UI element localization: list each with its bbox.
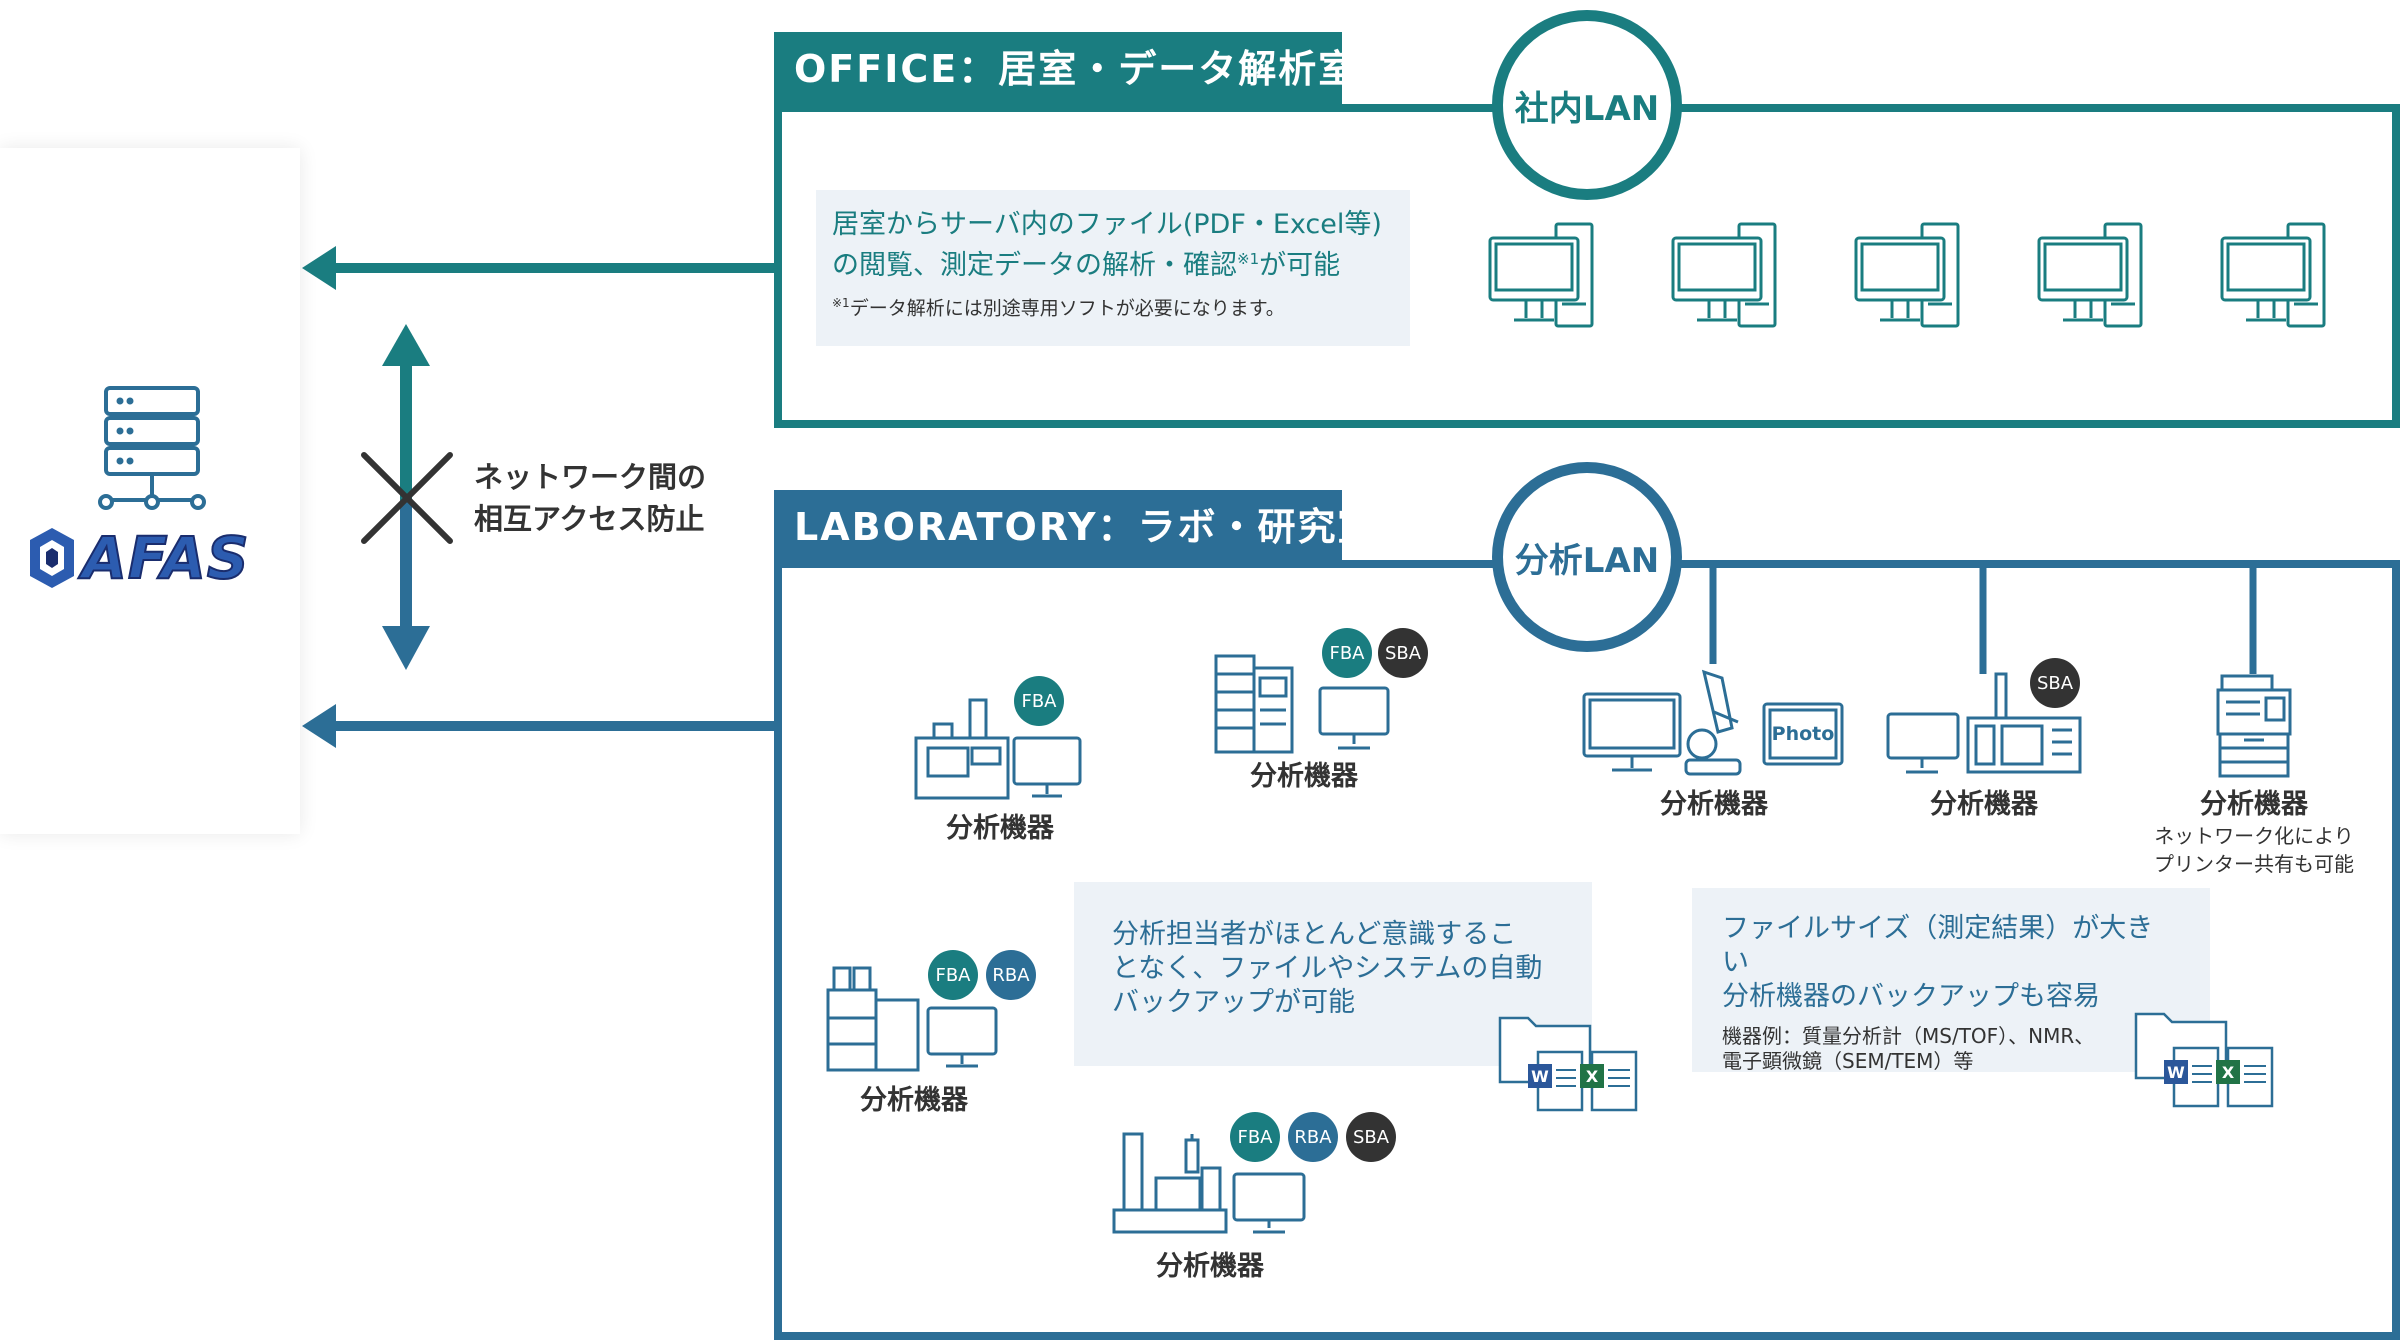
- device-label: 分析機器: [2200, 789, 2308, 820]
- badge-fba: FBA: [1014, 676, 1064, 726]
- lab-lan-label: 分析LAN: [1514, 540, 1660, 581]
- lab-note-large-files-sub1: 機器例：質量分析計（MS/TOF）、NMR、: [1722, 1024, 2095, 1048]
- device-label: 分析機器: [1930, 789, 2038, 820]
- lab-note-large-files-sub2: 電子顕微鏡（SEM/TEM）等: [1722, 1049, 1974, 1073]
- analyzer-device-icon: [1112, 1132, 1306, 1234]
- word-letter: W: [1531, 1067, 1549, 1086]
- word-icon: [2164, 1060, 2188, 1084]
- office-footnote-mark: ※1: [832, 296, 850, 310]
- photo-label: Photo: [1772, 723, 1835, 745]
- device-label: 分析機器: [860, 1085, 968, 1116]
- office-lan-circle: 社内LAN: [1492, 10, 1682, 200]
- access-block-label-line2: 相互アクセス防止: [474, 502, 705, 536]
- afas-logo-text: AFAS: [81, 523, 250, 593]
- analyzer-device-icon: [1886, 672, 2082, 774]
- access-block-label-line1: ネットワーク間の: [474, 460, 707, 494]
- block-x-icon: [361, 452, 453, 544]
- folder-files-icon: W X: [2134, 1012, 2274, 1108]
- badge-sba: SBA: [2030, 658, 2080, 708]
- badge-fba: FBA: [1322, 628, 1372, 678]
- word-letter: W: [2167, 1063, 2185, 1082]
- office-title: OFFICE：居室・データ解析室: [774, 32, 1356, 106]
- vertical-double-arrow: [382, 324, 430, 670]
- afas-logo-mark-icon: [30, 528, 74, 588]
- badge-sba: SBA: [1378, 628, 1428, 678]
- folder-files-icon: W X: [1498, 1016, 1638, 1112]
- device-label: 分析機器: [1250, 761, 1358, 792]
- office-note-sup: ※1: [1237, 250, 1260, 268]
- device-label: 分析機器: [1660, 789, 1768, 820]
- printer-icon: [2216, 674, 2292, 778]
- lab-arrow: [302, 704, 780, 748]
- access-block-label: ネットワーク間の 相互アクセス防止: [474, 456, 706, 540]
- excel-icon: [1580, 1064, 1604, 1088]
- excel-letter: X: [2222, 1063, 2235, 1082]
- badge-sba: SBA: [1346, 1112, 1396, 1162]
- office-footnote: ※1データ解析には別途専用ソフトが必要になります。: [832, 291, 1394, 321]
- device-label: 分析機器: [946, 813, 1054, 844]
- office-footnote-text: データ解析には別途専用ソフトが必要になります。: [849, 297, 1285, 320]
- word-icon: [1528, 1064, 1552, 1088]
- lab-lan-circle: 分析LAN: [1492, 462, 1682, 652]
- office-lan-label: 社内LAN: [1514, 88, 1660, 129]
- badge-rba: RBA: [986, 950, 1036, 1000]
- analyzer-device-icon: [826, 966, 998, 1072]
- printer-note: ネットワーク化により プリンター共有も可能: [2134, 822, 2374, 878]
- badge-fba: FBA: [928, 950, 978, 1000]
- lab-title: LABORATORY：ラボ・研究室: [774, 490, 1376, 564]
- office-note-line2-text: の閲覧、測定データの解析・確認: [832, 250, 1237, 281]
- lab-note-backup-line2: となく、ファイルやシステムの自動: [1112, 953, 1543, 984]
- lab-note-large-files-line2: 分析機器のバックアップも容易: [1722, 981, 2100, 1012]
- analyzer-device-icon: [914, 698, 1082, 800]
- printer-note-line2: プリンター共有も可能: [2154, 852, 2354, 876]
- excel-letter: X: [1586, 1067, 1599, 1086]
- lab-note-backup-line3: バックアップが可能: [1112, 987, 1355, 1018]
- analyzer-device-icon: [1214, 654, 1390, 754]
- microscope-device-icon: Photo: [1582, 669, 1844, 776]
- office-note: 居室からサーバ内のファイル(PDF・Excel等) の閲覧、測定データの解析・確…: [816, 190, 1410, 346]
- office-note-line2: の閲覧、測定データの解析・確認※1が可能: [832, 242, 1394, 283]
- lab-note-large-files-line1: ファイルサイズ（測定結果）が大きい: [1722, 913, 2154, 978]
- afas-logo: AFAS: [28, 523, 250, 593]
- office-note-line2-end: が可能: [1259, 250, 1341, 281]
- badge-rba: RBA: [1288, 1112, 1338, 1162]
- server-icon: [98, 386, 206, 510]
- printer-note-line1: ネットワーク化により: [2154, 824, 2354, 848]
- lab-note-backup-line1: 分析担当者がほとんど意識するこ: [1112, 919, 1517, 950]
- excel-icon: [2216, 1060, 2240, 1084]
- device-label: 分析機器: [1156, 1251, 1264, 1282]
- office-arrow: [302, 246, 780, 290]
- badge-fba: FBA: [1230, 1112, 1280, 1162]
- office-note-line1: 居室からサーバ内のファイル(PDF・Excel等): [832, 209, 1382, 240]
- lab-note-large-files: ファイルサイズ（測定結果）が大きい 分析機器のバックアップも容易 機器例：質量分…: [1692, 888, 2210, 1073]
